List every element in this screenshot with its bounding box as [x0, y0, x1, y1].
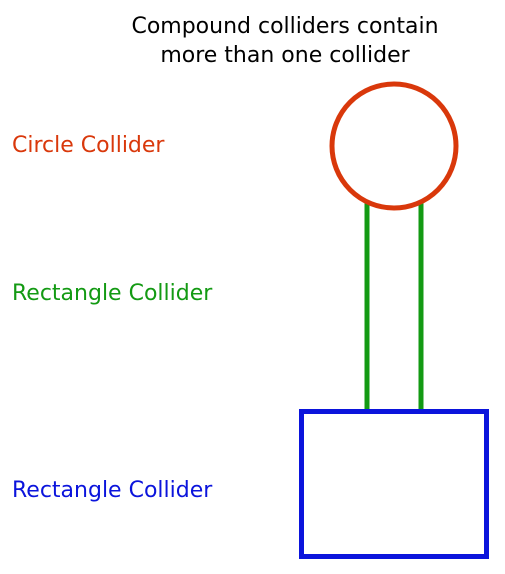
title-line-2: more than one collider	[160, 43, 410, 68]
circle-collider-label: Circle Collider	[12, 133, 165, 158]
green-rectangle-collider-label: Rectangle Collider	[12, 281, 213, 306]
title-line-1: Compound colliders contain	[131, 14, 439, 39]
blue-rectangle-collider-shape	[299, 409, 489, 559]
diagram-title: Compound colliders contain more than one…	[0, 12, 505, 70]
circle-collider-shape	[329, 81, 459, 211]
blue-rectangle-collider-label: Rectangle Collider	[12, 478, 213, 503]
